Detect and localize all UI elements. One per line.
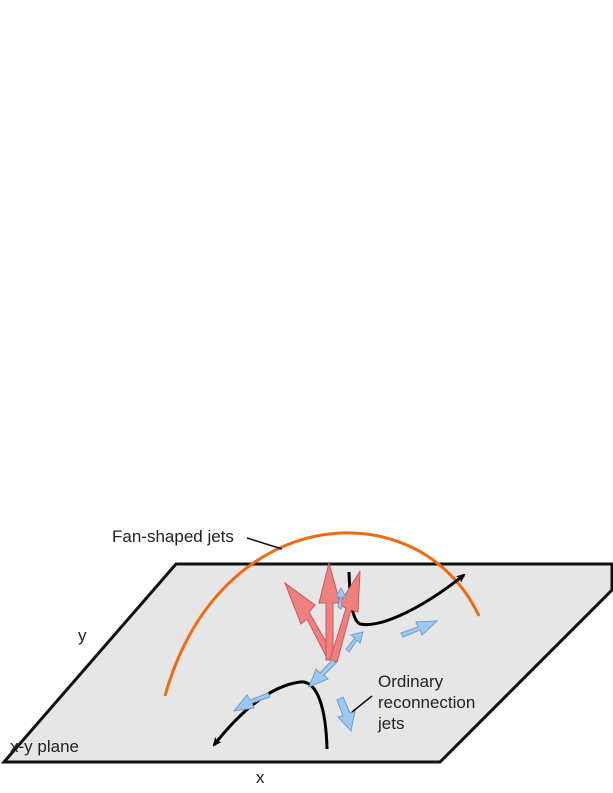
ordinary-label-line: Ordinary <box>378 672 444 691</box>
ordinary-label-line: jets <box>378 714 405 733</box>
fan-arc <box>163 531 481 697</box>
lower-field-line <box>212 680 329 750</box>
x-axis-label: x <box>256 768 265 787</box>
ordinary-jet-arrow <box>345 631 364 653</box>
fan-label-leader <box>246 537 283 550</box>
fan-shaped-jets-label: Fan-shaped jets <box>112 527 234 546</box>
ordinary-jets-label: Ordinary reconnection jets <box>378 671 475 734</box>
fan-jets <box>283 561 361 663</box>
ordinary-jets <box>232 586 439 733</box>
ordinary-jet-arrow <box>232 692 271 712</box>
y-axis-label: y <box>78 626 87 645</box>
xy-plane <box>0 562 613 764</box>
ordinary-jet-arrow <box>308 659 337 688</box>
plane-label: x-y plane <box>10 737 79 756</box>
ordinary-label-line: reconnection <box>378 693 476 712</box>
fan-jet-arrow <box>329 570 361 663</box>
ordinary-label-leader <box>351 695 373 713</box>
ordinary-jet-arrow <box>400 620 439 638</box>
ordinary-jet-arrow <box>335 586 347 610</box>
ordinary-jet-arrow <box>336 696 356 733</box>
